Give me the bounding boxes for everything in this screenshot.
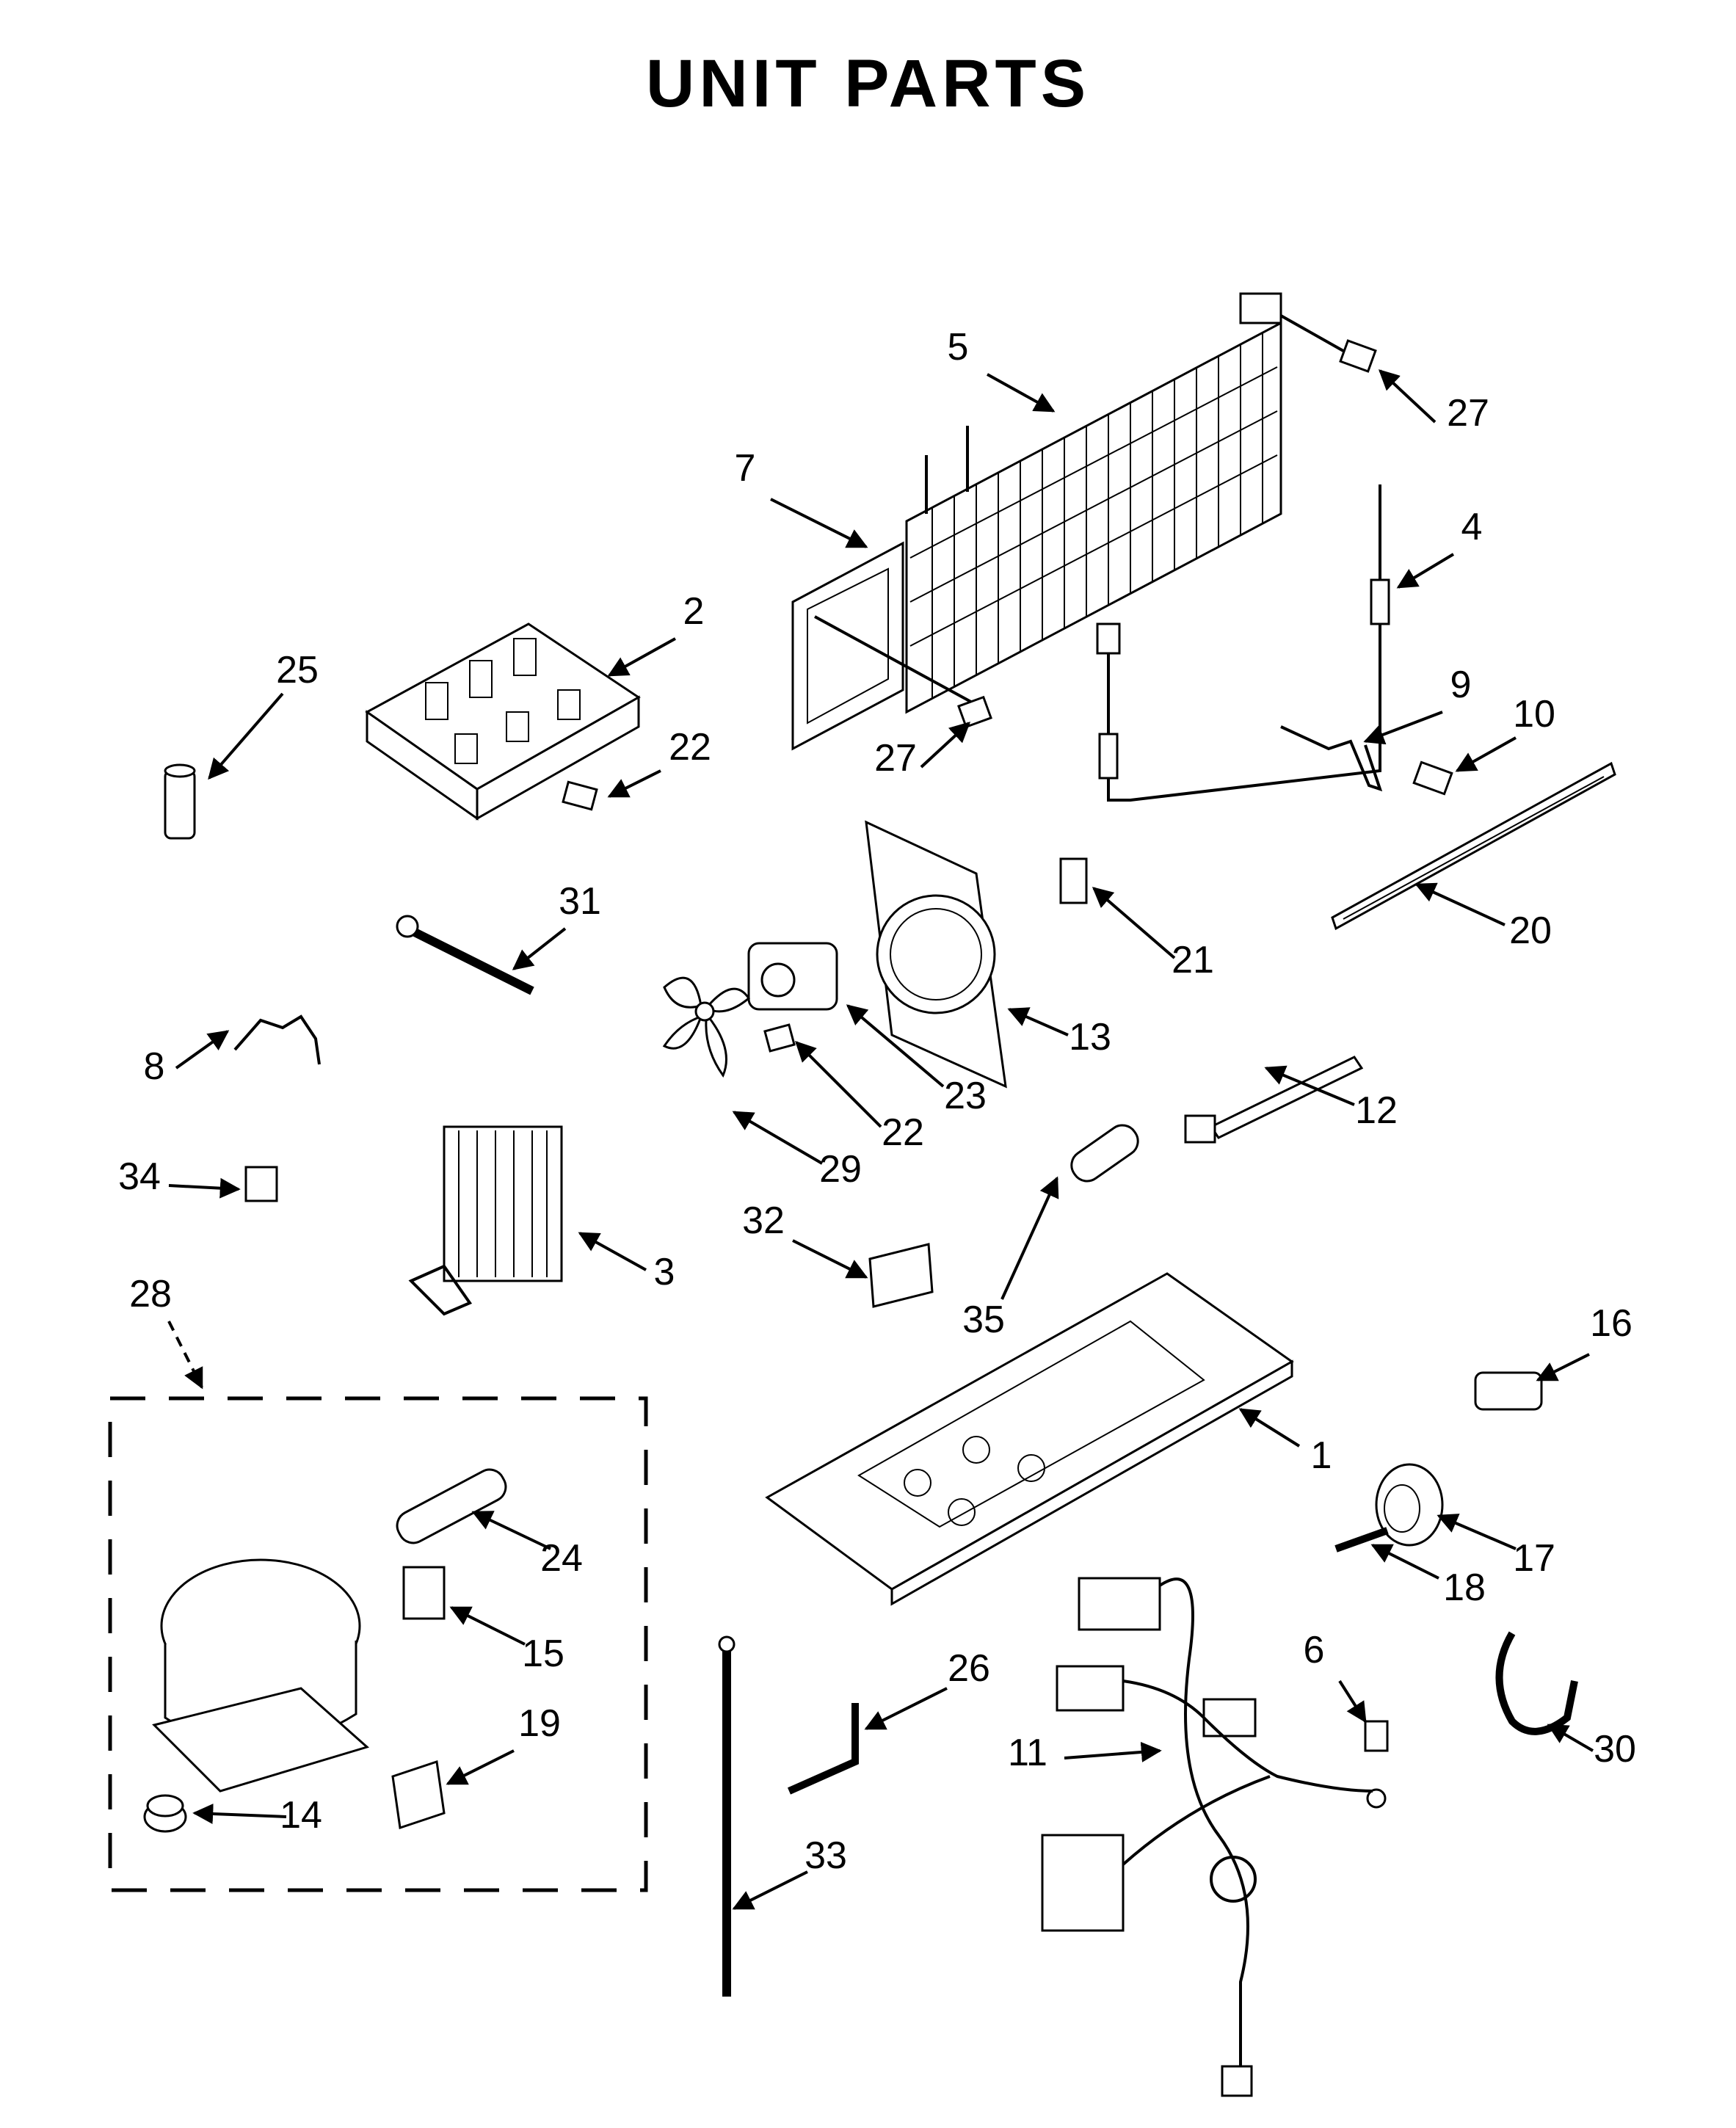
page-title: UNIT PARTS [645,46,1091,121]
callout-label-c30: 30 [1594,1728,1636,1771]
heater-element-part-33 [718,1635,736,1997]
overload-part-19 [391,1760,446,1829]
screw-part-22a [562,780,598,811]
grommet-part-14 [143,1794,187,1833]
fan-blade-part [662,976,750,1078]
drain-trough-part [791,541,977,751]
heater-rod-part [396,915,534,995]
callout-label-c21: 21 [1172,939,1214,981]
callout-label-c26: 26 [948,1647,990,1690]
callout-label-c17: 17 [1513,1537,1555,1580]
heater-clip-part [1280,725,1383,792]
condenser-coil-part [408,1125,563,1316]
callout-label-c14: 14 [280,1794,322,1837]
control-housing-part [365,622,641,821]
callout-label-c15: 15 [522,1633,564,1675]
callout-label-c24: 24 [540,1537,583,1580]
fan-shroud-part [865,820,1007,1089]
callout-label-c4: 4 [1461,506,1483,548]
fan-motor-part [747,942,838,1011]
clamp-part-16 [1474,1371,1543,1411]
screw-part-22b [763,1023,796,1053]
callout-label-c3: 3 [654,1251,675,1293]
callout-label-c31: 31 [559,880,601,923]
capacitor-part-25 [164,763,196,840]
relay-part-15 [402,1566,446,1620]
callout-label-c12: 12 [1355,1089,1398,1132]
callout-label-c11: 11 [1008,1732,1047,1774]
callout-label-c27: 27 [1447,392,1489,435]
callout-label-c2: 2 [683,590,705,633]
callout-label-c29: 29 [819,1148,862,1191]
screw-part-27b [957,695,992,729]
trim-strip-part [1331,761,1616,931]
wire-harness-part [1041,1577,1373,2097]
evaporator-coil-part [905,292,1282,714]
callout-label-c20: 20 [1509,909,1552,952]
defrost-sensor-part [1096,484,1390,802]
axle-pin-part [1334,1527,1389,1553]
drier-part-24 [396,1468,507,1544]
tube-part-26 [787,1703,859,1795]
callout-label-c10: 10 [1513,693,1555,736]
callout-label-c7: 7 [735,447,756,490]
screw-part-10 [1412,760,1453,796]
drier-tube-part-35 [1070,1124,1139,1183]
ground-screw-part [1364,1720,1389,1809]
callout-label-c6: 6 [1304,1629,1325,1671]
cable-tie-part [1184,1056,1364,1144]
callout-label-c33: 33 [805,1834,847,1877]
callout-label-c32: 32 [742,1199,785,1242]
callout-label-c25: 25 [276,649,319,691]
tube-part-30 [1495,1631,1578,1735]
callout-label-c22: 22 [669,726,711,769]
callout-label-c8: 8 [144,1045,165,1088]
callout-label-c9: 9 [1450,664,1472,706]
callout-label-c5: 5 [948,326,969,368]
callout-label-c19: 19 [518,1702,561,1745]
compressor-part [152,1558,370,1793]
callout-label-c27b: 27 [874,737,917,780]
clip-part-21 [1059,857,1088,904]
board-part-32 [868,1243,934,1308]
screw-part-27a [1280,314,1377,373]
leader-lines [167,369,1594,1910]
roller-wheel-part [1375,1463,1444,1547]
callout-label-c13: 13 [1069,1016,1111,1058]
base-pan-part [765,1272,1294,1606]
tube-bracket-part [233,1014,321,1065]
callout-label-c23: 23 [944,1075,987,1117]
callout-label-c1: 1 [1311,1434,1332,1477]
callout-label-c34: 34 [118,1155,161,1198]
callout-labels: 1234567891011121314151617181920212222232… [118,326,1636,1877]
callout-label-c22b: 22 [882,1111,924,1154]
callout-label-c28: 28 [129,1273,172,1315]
callout-label-c18: 18 [1443,1566,1486,1609]
callout-label-c16: 16 [1590,1302,1633,1345]
callout-label-c35: 35 [962,1299,1005,1341]
clip-part-34 [244,1166,278,1202]
compressor-assembly-group-box [108,1396,648,1892]
